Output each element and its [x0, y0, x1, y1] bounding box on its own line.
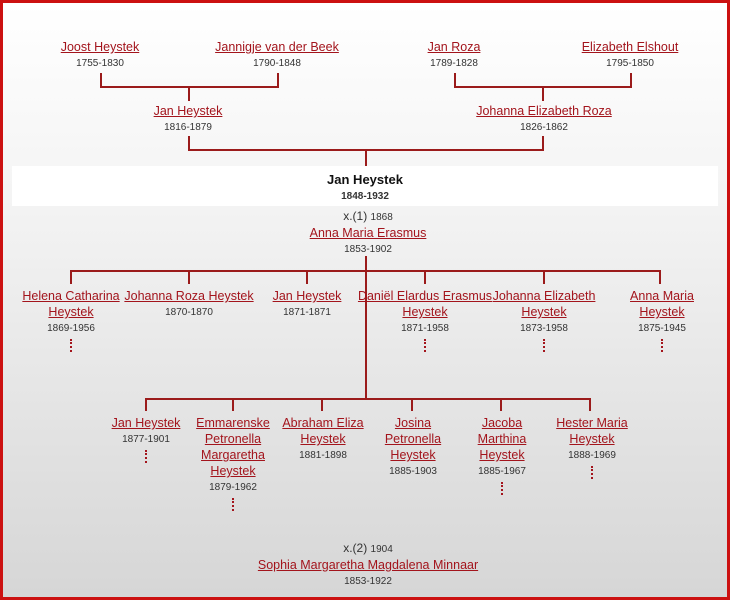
- connector-line: [70, 270, 72, 284]
- connector-line: [542, 136, 544, 151]
- connector-line: [306, 270, 308, 284]
- child: Johanna Elizabeth Heystek 1873-1958: [476, 288, 612, 352]
- person-dates: 1885-1903: [389, 466, 437, 477]
- person-dates: 1873-1958: [520, 323, 568, 334]
- spouse-dates: 1853-1922: [344, 576, 392, 587]
- child: Josina Petronella Heystek 1885-1903: [373, 415, 453, 479]
- person-mother: Johanna Elizabeth Roza 1826-1862: [464, 103, 624, 135]
- connector-line: [188, 270, 190, 284]
- person-grandparent: Jan Roza 1789-1828: [386, 39, 522, 71]
- connector-line: [659, 270, 661, 284]
- person-link[interactable]: Anna Maria Heystek: [630, 289, 694, 319]
- connector-line: [100, 73, 102, 88]
- connector-line: [454, 73, 456, 88]
- more-descendants-indicator[interactable]: [501, 482, 503, 495]
- child: Hester Maria Heystek 1888-1969: [546, 415, 638, 479]
- connector-line: [70, 270, 661, 272]
- connector-line: [145, 398, 147, 411]
- subject-dates: 1848-1932: [341, 191, 389, 202]
- marriage-year: 1904: [370, 544, 393, 555]
- person-link[interactable]: Hester Maria Heystek: [556, 416, 628, 446]
- person-link[interactable]: Abraham Eliza Heystek: [282, 416, 364, 446]
- person-dates: 1871-1871: [283, 307, 331, 318]
- person-link[interactable]: Jan Heystek: [153, 104, 223, 118]
- subject-name: Jan Heystek: [327, 172, 403, 187]
- person-dates: 1795-1850: [606, 58, 654, 69]
- person-link[interactable]: Jan Roza: [427, 40, 481, 54]
- connector-line: [145, 398, 591, 400]
- more-descendants-indicator[interactable]: [424, 339, 426, 352]
- person-link[interactable]: Emmarenske Petronella Margaretha Heystek: [196, 416, 270, 478]
- person-link[interactable]: Jacoba Marthina Heystek: [477, 416, 527, 462]
- person-dates: 1875-1945: [638, 323, 686, 334]
- connector-line: [589, 398, 591, 411]
- connector-line: [188, 136, 190, 151]
- person-link[interactable]: Elizabeth Elshout: [581, 40, 679, 54]
- child: Daniël Elardus Erasmus Heystek 1871-1958: [357, 288, 493, 352]
- person-dates: 1790-1848: [253, 58, 301, 69]
- connector-line: [424, 270, 426, 284]
- connector-line: [277, 73, 279, 88]
- spouse-link[interactable]: Sophia Margaretha Magdalena Minnaar: [257, 558, 479, 572]
- connector-line: [321, 398, 323, 411]
- connector-line: [188, 86, 190, 101]
- person-link[interactable]: Daniël Elardus Erasmus Heystek: [357, 289, 493, 319]
- person-dates: 1888-1969: [568, 450, 616, 461]
- connector-line: [411, 398, 413, 411]
- connector-line: [500, 398, 502, 411]
- person-grandparent: Joost Heystek 1755-1830: [32, 39, 168, 71]
- person-dates: 1870-1870: [165, 307, 213, 318]
- more-descendants-indicator[interactable]: [661, 339, 663, 352]
- connector-line: [542, 86, 544, 101]
- person-grandparent: Jannigje van der Beek 1790-1848: [209, 39, 345, 71]
- person-link[interactable]: Johanna Elizabeth Heystek: [492, 289, 596, 319]
- child: Johanna Roza Heystek 1870-1870: [121, 288, 257, 320]
- person-dates: 1869-1956: [47, 323, 95, 334]
- person-dates: 1881-1898: [299, 450, 347, 461]
- person-link[interactable]: Johanna Roza Heystek: [124, 289, 254, 303]
- person-link[interactable]: Helena Catharina Heystek: [22, 289, 120, 319]
- child: Jan Heystek 1877-1901: [96, 415, 196, 463]
- person-link[interactable]: Joost Heystek: [60, 40, 140, 54]
- child: Jacoba Marthina Heystek 1885-1967: [465, 415, 539, 495]
- marriage-year: 1868: [370, 212, 393, 223]
- person-dates: 1885-1967: [478, 466, 526, 477]
- spouse-link[interactable]: Anna Maria Erasmus: [309, 226, 427, 240]
- marriage-1: x.(1) 1868 Anna Maria Erasmus 1853-1902: [168, 207, 568, 257]
- more-descendants-indicator[interactable]: [70, 339, 72, 352]
- more-descendants-indicator[interactable]: [145, 450, 147, 463]
- person-link[interactable]: Josina Petronella Heystek: [384, 416, 442, 462]
- child: Anna Maria Heystek 1875-1945: [615, 288, 709, 352]
- child: Abraham Eliza Heystek 1881-1898: [277, 415, 369, 463]
- more-descendants-indicator[interactable]: [232, 498, 234, 511]
- marriage-marker: x.(2): [343, 541, 368, 555]
- spouse-dates: 1853-1902: [344, 244, 392, 255]
- person-link[interactable]: Jannigje van der Beek: [215, 40, 339, 54]
- connector-line: [543, 270, 545, 284]
- person-dates: 1826-1862: [520, 122, 568, 133]
- connector-line: [365, 149, 367, 166]
- more-descendants-indicator[interactable]: [543, 339, 545, 352]
- marriage-marker: x.(1): [343, 209, 368, 223]
- person-dates: 1877-1901: [122, 434, 170, 445]
- person-dates: 1871-1958: [401, 323, 449, 334]
- person-grandparent: Elizabeth Elshout 1795-1850: [562, 39, 698, 71]
- person-father: Jan Heystek 1816-1879: [120, 103, 256, 135]
- person-dates: 1789-1828: [430, 58, 478, 69]
- person-dates: 1816-1879: [164, 122, 212, 133]
- person-link[interactable]: Jan Heystek: [111, 416, 181, 430]
- more-descendants-indicator[interactable]: [591, 466, 593, 479]
- person-dates: 1879-1962: [209, 482, 257, 493]
- connector-line: [630, 73, 632, 88]
- child: Jan Heystek 1871-1871: [239, 288, 375, 320]
- person-link[interactable]: Jan Heystek: [272, 289, 342, 303]
- person-link[interactable]: Johanna Elizabeth Roza: [476, 104, 612, 118]
- child: Helena Catharina Heystek 1869-1956: [3, 288, 139, 352]
- marriage-2: x.(2) 1904 Sophia Margaretha Magdalena M…: [168, 539, 568, 589]
- connector-line: [365, 256, 367, 398]
- person-dates: 1755-1830: [76, 58, 124, 69]
- subject-person-box: Jan Heystek 1848-1932: [12, 166, 718, 206]
- child: Emmarenske Petronella Margaretha Heystek…: [191, 415, 275, 511]
- connector-line: [232, 398, 234, 411]
